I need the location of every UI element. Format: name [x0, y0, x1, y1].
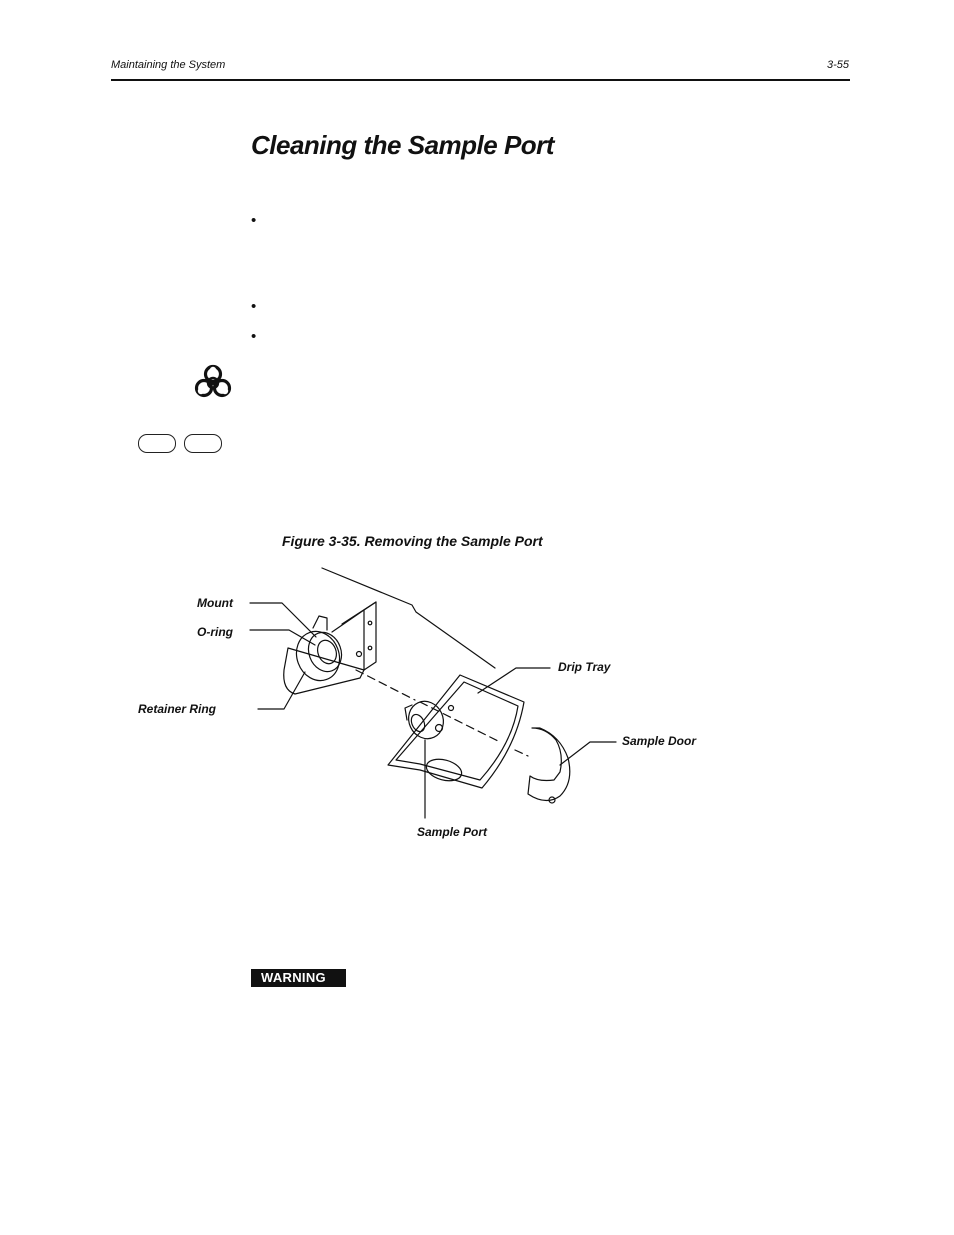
mount-bracket: [363, 601, 377, 671]
bullet-marker: •: [251, 298, 257, 315]
sample-port-figure: [120, 560, 840, 850]
callout-sample-door: Sample Door: [622, 734, 697, 748]
figure-caption: Figure 3-35. Removing the Sample Port: [282, 533, 543, 549]
running-head: Maintaining the System: [111, 59, 226, 71]
o-ring: [307, 631, 343, 673]
callout-sample-port: Sample Port: [417, 825, 488, 839]
warning-badge: WARNING: [251, 969, 346, 987]
callout-o-ring: O-ring: [197, 625, 233, 639]
sample-door: [527, 727, 571, 802]
drip-tray: [387, 674, 525, 789]
key-cap: [184, 434, 222, 453]
biohazard-icon: [193, 364, 233, 400]
header-rule: [111, 79, 850, 81]
page-number: 3-55: [827, 59, 850, 71]
sample-port: [408, 700, 444, 740]
section-title: Cleaning the Sample Port: [251, 130, 554, 160]
key-cap: [138, 434, 176, 453]
mount-plate: [283, 647, 365, 695]
bullet-marker: •: [251, 328, 257, 345]
callout-retainer-ring: Retainer Ring: [138, 702, 217, 716]
bullet-marker: •: [251, 212, 257, 229]
retainer-ring: [295, 630, 341, 682]
callout-mount: Mount: [197, 596, 233, 610]
callout-drip-tray: Drip Tray: [558, 660, 611, 674]
